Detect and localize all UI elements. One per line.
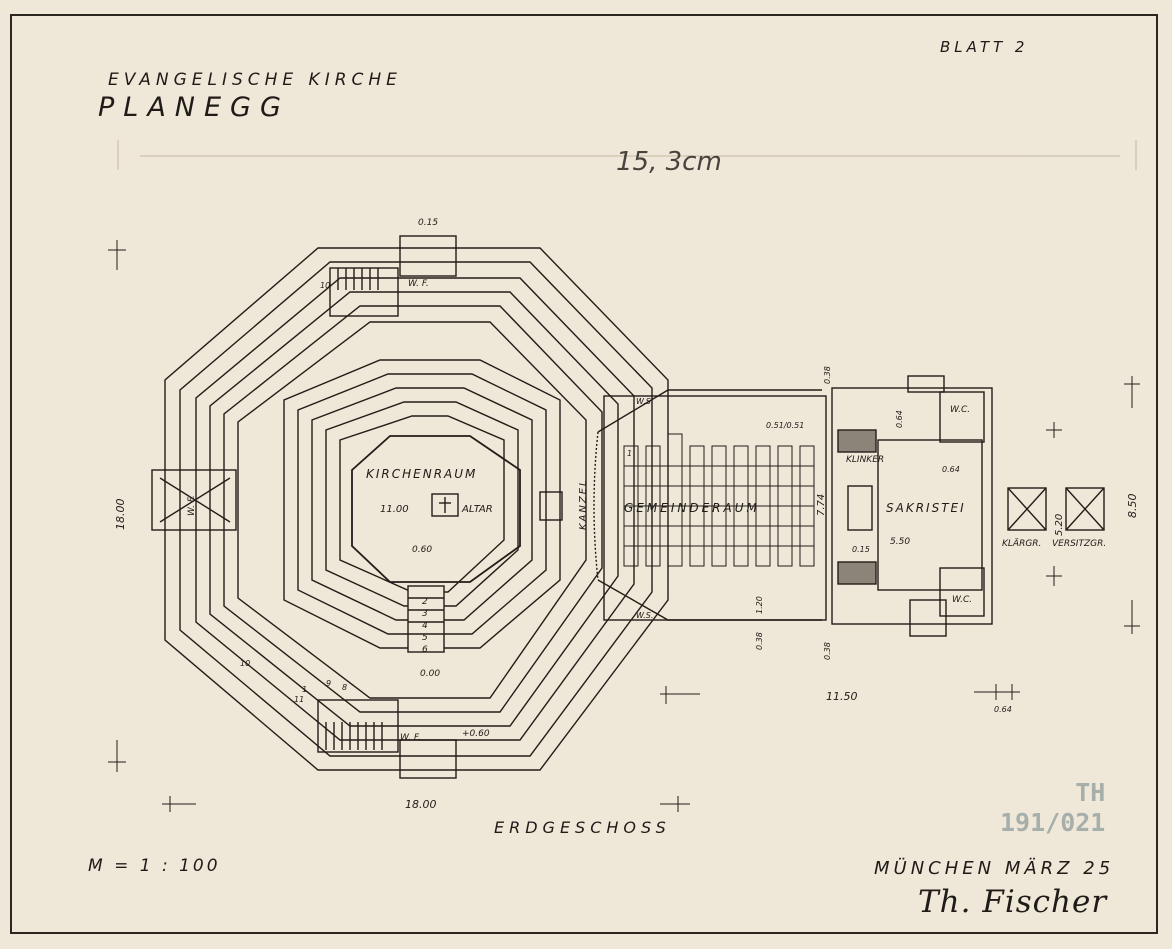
sakristei-room xyxy=(831,387,993,625)
dim-annex-height: 8.50 xyxy=(1126,494,1139,519)
stamp-line-2: 191/021 xyxy=(1000,808,1106,837)
pew-row xyxy=(325,401,519,607)
label-kirchenraum: KIRCHENRAUM xyxy=(366,467,477,481)
label-ws-bottom: W.S. xyxy=(636,611,653,620)
label-gemeinderaum: GEMEINDERAUM xyxy=(624,501,760,515)
row-number: 2 xyxy=(422,597,428,607)
dim-wall-e: 0.64 xyxy=(942,465,960,474)
seating-ring xyxy=(237,321,587,699)
versitzgrube xyxy=(1065,487,1105,531)
scale-label: M = 1 : 100 xyxy=(88,856,221,876)
row-number: 4 xyxy=(422,621,428,631)
dim-wall-a: 0.38 xyxy=(823,366,832,384)
plan-annotations: 0.15 18.00 18.00 KIRCHENRAUM 11.00 ALTAR… xyxy=(114,147,1139,811)
seating-ring xyxy=(195,277,635,741)
bench-tag: 9 xyxy=(326,679,331,688)
stair-count: 10 xyxy=(320,281,330,290)
label-versitzgrube: VERSITZGR. xyxy=(1052,539,1106,549)
label-altar: ALTAR xyxy=(461,504,493,515)
place-date: MÜNCHEN MÄRZ 25 xyxy=(874,858,1115,879)
dim-wall-d: 0.64 xyxy=(895,410,904,428)
bench-tag: 1 xyxy=(302,685,307,694)
drawing-border xyxy=(10,14,1158,934)
dim-top: 0.15 xyxy=(418,218,438,228)
label-wf-top: W. F. xyxy=(408,279,429,289)
central-aisle xyxy=(407,585,445,653)
dim-sak-step: 0.15 xyxy=(852,545,870,554)
dim-annex-width: 11.50 xyxy=(826,690,858,703)
dim-wall-f: 0.64 xyxy=(994,705,1012,714)
pew-row xyxy=(297,373,547,635)
level-entry: 0.00 xyxy=(420,669,440,679)
stamp-line-1: TH xyxy=(1075,778,1106,807)
label-klinker: KLINKER xyxy=(846,455,884,465)
label-kanzel: KANZEL xyxy=(578,478,589,530)
altar-table xyxy=(431,493,459,517)
dim-height-left: 18.00 xyxy=(114,499,127,531)
pew-row xyxy=(283,359,561,649)
label-wf-left: W. F. xyxy=(187,495,197,516)
label-ws-top: W.S. xyxy=(636,397,653,406)
bench-grid xyxy=(623,433,815,567)
bench-tag: 8 xyxy=(342,683,347,692)
stair-top xyxy=(329,267,399,317)
stair-bottom xyxy=(317,699,399,753)
dim-wall-c: 0.38 xyxy=(823,642,832,660)
drawing-subtitle: EVANGELISCHE KIRCHE xyxy=(108,70,402,90)
label-wf-bottom: W. F. xyxy=(400,733,421,743)
drawing-title: PLANEGG xyxy=(98,92,290,123)
label-sakristei: SAKRISTEI xyxy=(886,501,966,515)
wc-bottom xyxy=(939,567,985,617)
dim-width-bottom: 18.00 xyxy=(405,798,437,811)
entry-left xyxy=(151,469,237,531)
level-center: 0.60 xyxy=(412,545,432,555)
dim-sak-width: 5.50 xyxy=(890,537,910,547)
pew-row xyxy=(311,387,533,621)
octagon-outer-wall xyxy=(164,247,669,771)
dim-bench-spacing: 0.51/0.51 xyxy=(766,421,804,430)
archive-stamp: TH 191/021 xyxy=(1000,778,1105,838)
row-number: 5 xyxy=(422,633,428,643)
dim-gem-height: 7.74 xyxy=(816,494,827,516)
dim-nave-span: 11.00 xyxy=(380,504,409,515)
dim-row-spacing: 1.20 xyxy=(755,596,764,614)
wc-top xyxy=(939,391,985,443)
row-number: 3 xyxy=(422,609,428,619)
floor-label: ERDGESCHOSS xyxy=(494,818,671,837)
sheet-number: BLATT 2 xyxy=(940,38,1029,56)
seating-ring xyxy=(209,291,619,727)
klaergrube xyxy=(1007,487,1047,531)
bench-tag: 10 xyxy=(240,659,250,668)
signature: Th. Fischer xyxy=(918,884,1108,920)
altar-platform xyxy=(351,435,521,583)
row-number: 1 xyxy=(627,449,632,458)
label-wc-top: W.C. xyxy=(950,405,970,415)
gemeinderaum-room xyxy=(603,395,827,621)
row-number: 6 xyxy=(422,645,428,655)
seating-ring xyxy=(223,305,603,713)
dim-sak-height: 5.20 xyxy=(1054,514,1065,536)
pew-row xyxy=(339,415,505,593)
pulpit xyxy=(539,491,563,521)
bench-tag: 11 xyxy=(294,695,304,704)
label-wc-bottom: W.C. xyxy=(952,595,972,605)
level-entry2: +0.60 xyxy=(462,729,490,739)
pencil-note: 15, 3cm xyxy=(616,147,722,177)
dim-wall-b: 0.38 xyxy=(755,632,764,650)
label-klaergrube: KLÄRGR. xyxy=(1002,538,1041,549)
